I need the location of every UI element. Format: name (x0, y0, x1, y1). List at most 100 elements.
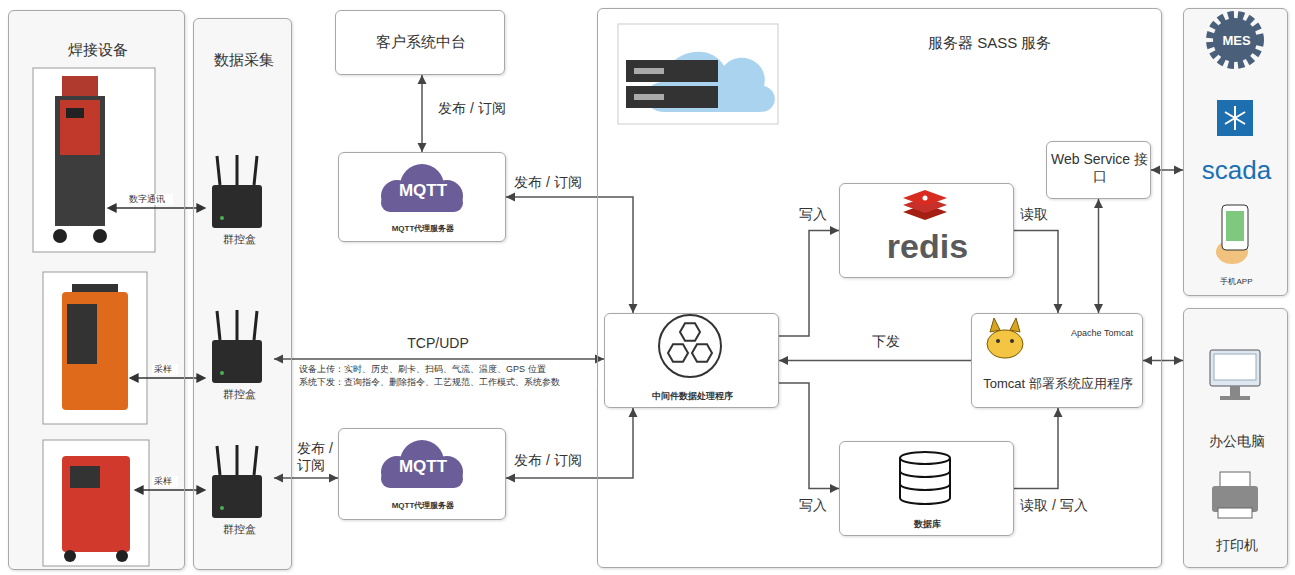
connector-line (1098, 199, 1100, 313)
connector (779, 356, 971, 365)
wire-feeder (62, 76, 98, 96)
monitor-screen (1214, 354, 1256, 380)
logo-dot (923, 196, 928, 201)
db-top (900, 452, 950, 464)
connector-line (506, 408, 633, 478)
node-text: 服务器 SASS 服务 (928, 34, 1153, 52)
connector-line (779, 383, 839, 489)
connector-line (506, 197, 633, 313)
node-text: MQTT (339, 457, 507, 477)
router-body (212, 475, 262, 518)
connector (779, 226, 839, 336)
led (220, 506, 224, 510)
device-node: 群控盒 (204, 151, 274, 251)
connector (1151, 166, 1183, 175)
server-slot (634, 68, 664, 74)
process-box: 数据库 (839, 441, 1014, 536)
arrow-head (197, 374, 205, 382)
antenna (217, 446, 220, 475)
led (220, 371, 224, 375)
node-text: 手机APP (1184, 277, 1289, 287)
process-box: Apache TomcatTomcat 部署系统应用程序 (971, 313, 1143, 408)
panel-fill (1183, 308, 1288, 568)
phone-app-icon (1216, 205, 1248, 264)
node-text: Tomcat 部署系统应用程序 (972, 376, 1144, 392)
connector (506, 408, 638, 483)
panel: MESscada手机APP (1183, 8, 1288, 296)
node-text: 数据库 (840, 519, 1015, 530)
node-text: Apache Tomcat (1062, 328, 1142, 339)
connector (506, 193, 638, 314)
node-text: MES (1184, 33, 1289, 49)
hexagon (668, 344, 688, 361)
arrow-head (1094, 304, 1103, 313)
arrow-head (418, 75, 427, 84)
wheel (53, 229, 67, 243)
process-box: 客户系统中台 (335, 10, 505, 75)
process-box: redis (839, 183, 1014, 278)
hexagon (692, 344, 712, 361)
arrow-head (274, 355, 283, 364)
antenna (236, 445, 239, 475)
connector-line (779, 231, 839, 337)
connector (418, 75, 427, 152)
server-panel: 服务器 SASS 服务中间件数据处理程序redisWeb Service 接口A… (597, 8, 1162, 568)
antenna (236, 155, 239, 185)
connector-line (779, 360, 971, 362)
connector (1014, 408, 1063, 489)
arrow-head (1151, 166, 1160, 175)
arrow-head (130, 374, 138, 382)
router-body (212, 185, 262, 228)
node-text: 群控盒 (204, 523, 274, 536)
arrow-head (197, 486, 205, 494)
arrow-head (506, 474, 515, 483)
snow-line (1225, 112, 1245, 124)
edge-label: 读取 / 写入 (1018, 497, 1096, 514)
photo-frame (43, 440, 149, 566)
arrow-head (108, 204, 116, 212)
process-box: Web Service 接口 (1046, 141, 1151, 199)
link-line (110, 207, 203, 208)
node-text: MQTT代理服务器 (339, 224, 507, 234)
node-text: redis (840, 226, 1015, 267)
connector-line (421, 75, 423, 152)
connector-line (1014, 231, 1058, 314)
wheel (116, 550, 128, 562)
panel: 办公电脑打印机 (1183, 308, 1288, 568)
arrow-head (1174, 356, 1183, 365)
arrow-head (1054, 408, 1063, 417)
arrow-head (830, 226, 839, 235)
router-icon (212, 445, 262, 518)
photo-frame (33, 68, 155, 252)
machine-body (55, 96, 105, 226)
cat-eye (1010, 339, 1014, 343)
device-node: 群控盒 (204, 306, 274, 406)
arrow-head (779, 356, 788, 365)
cloud-server-icon (618, 24, 778, 124)
node-text: Web Service 接口 (1047, 151, 1152, 185)
antenna (236, 310, 239, 340)
panel-fill (193, 18, 292, 570)
scada-icon (1217, 100, 1253, 136)
note-label: 采样 (152, 476, 178, 487)
note-label: 采样 (152, 364, 178, 375)
monitor-base (1220, 396, 1250, 400)
connector-line (274, 358, 604, 360)
node-text: MQTT代理服务器 (339, 501, 507, 511)
edge-label: 发布 / 订阅 (512, 452, 594, 469)
node-text: MQTT (339, 181, 507, 201)
arrow-head (506, 193, 515, 202)
database-icon (900, 452, 950, 504)
router-body (212, 340, 262, 383)
node-text: 打印机 (1184, 537, 1289, 554)
panel: 数据采集群控盒群控盒群控盒 (193, 18, 292, 570)
arrow-head (629, 304, 638, 313)
edge-label: 写入 (797, 206, 831, 223)
node-text: 焊接设备 (9, 41, 186, 59)
connector (274, 355, 604, 364)
note-label: 系统下发：查询指令、删除指令、工艺规范、工作模式、系统参数 (297, 377, 597, 388)
